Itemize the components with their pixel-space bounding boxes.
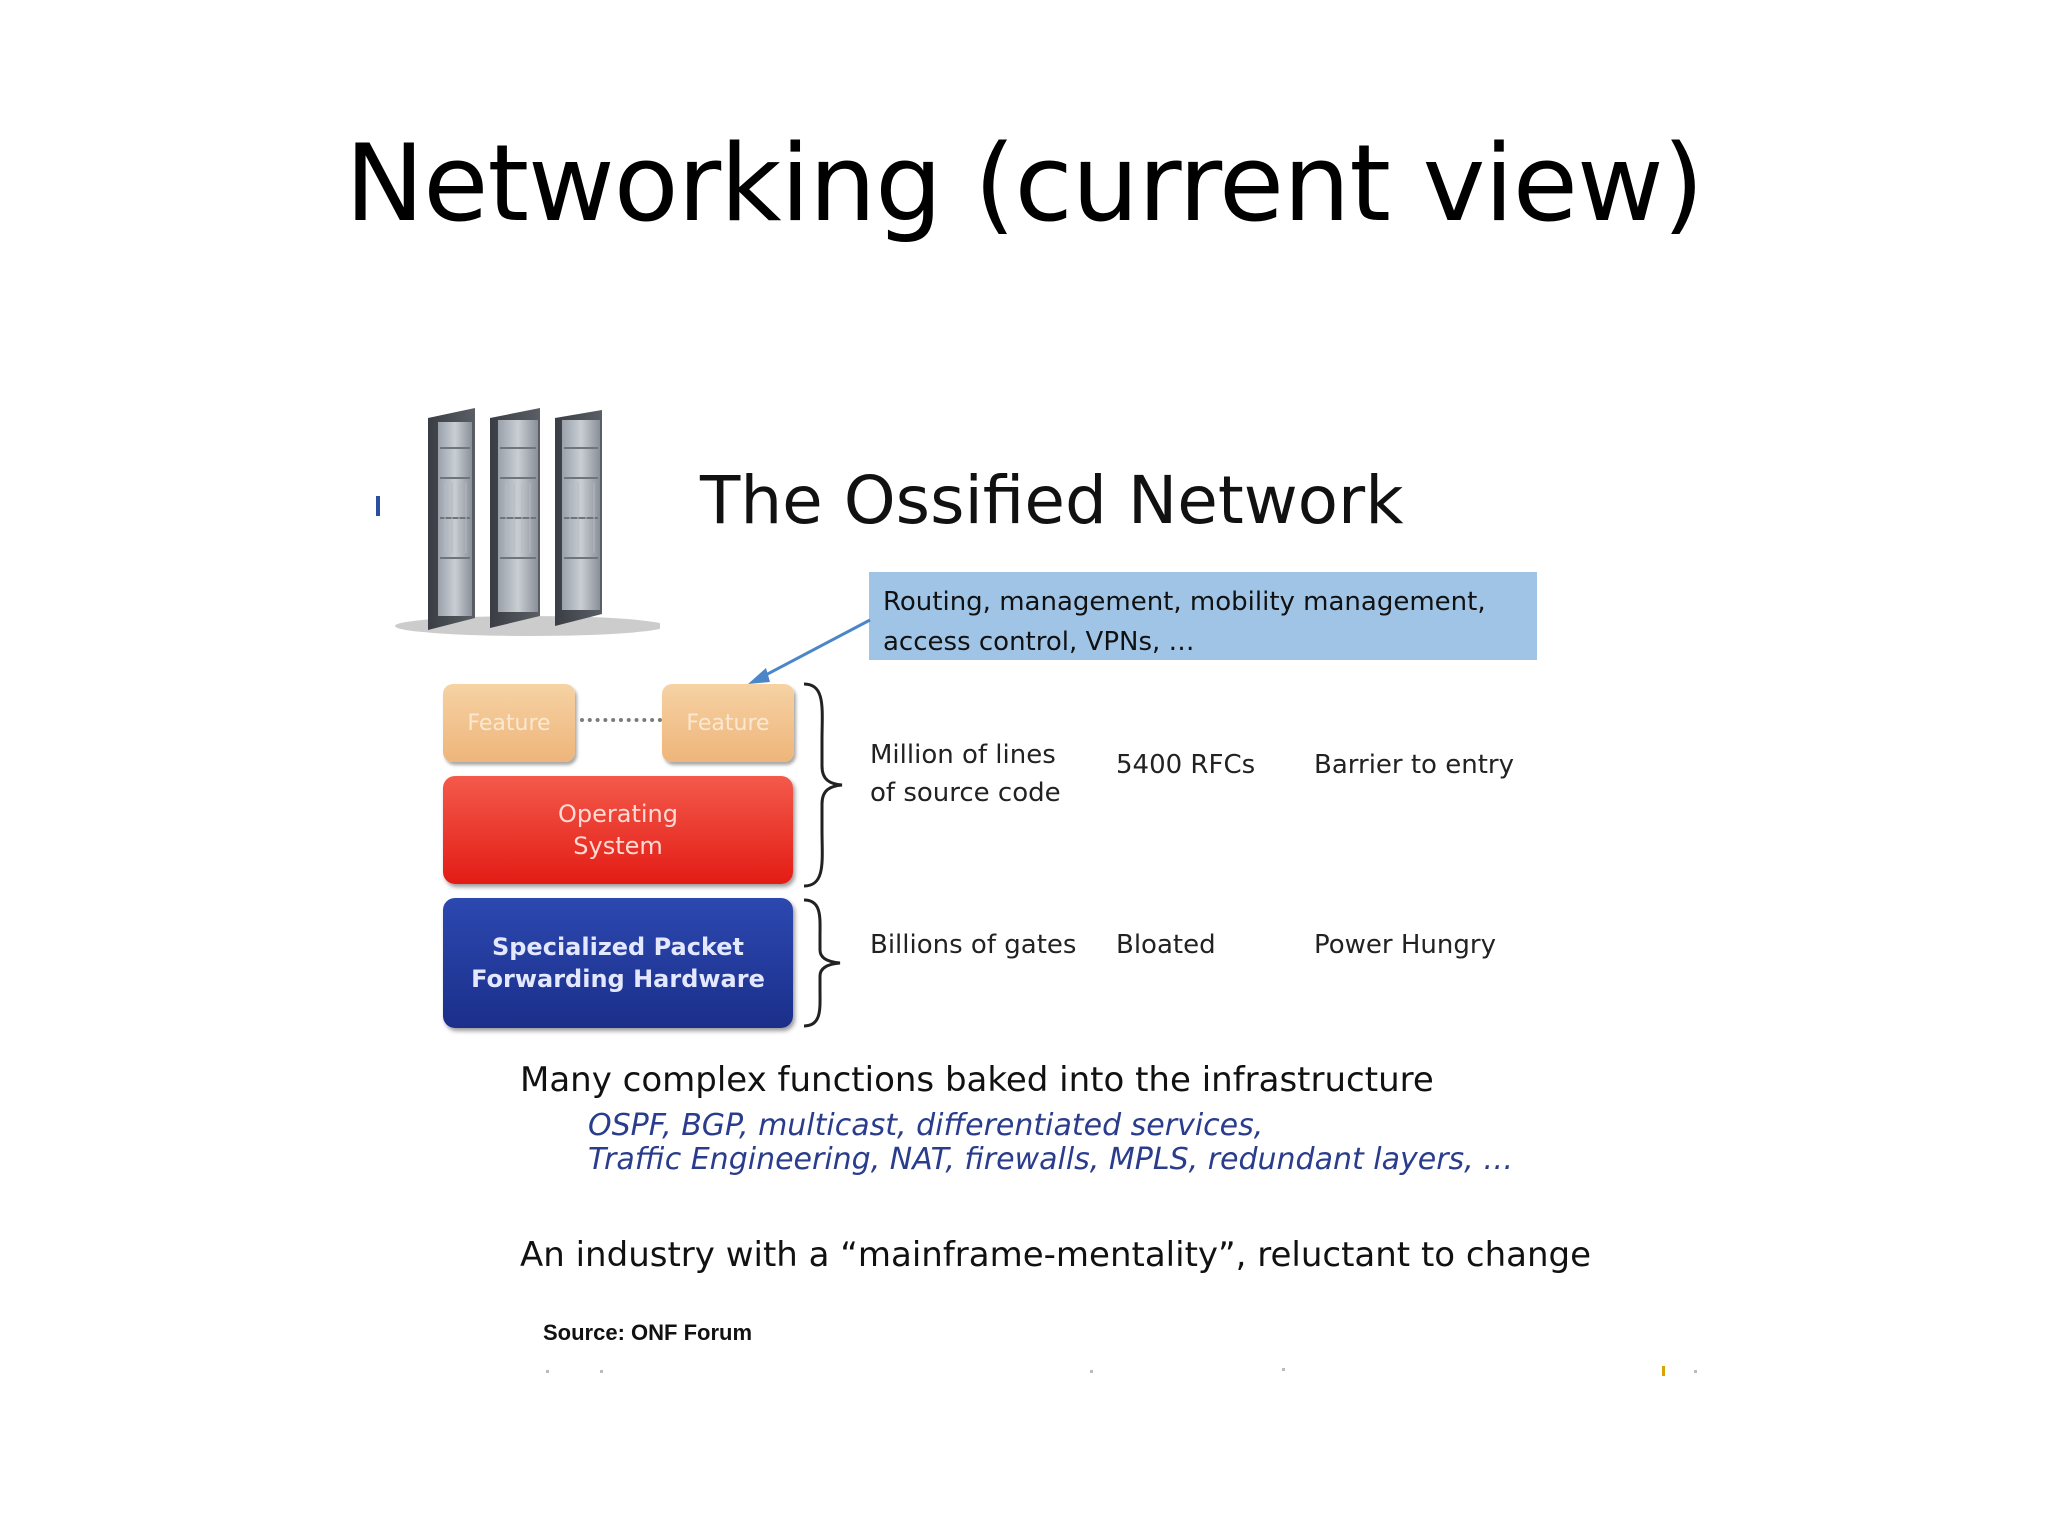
slide-title: Networking (current view) [344,122,1704,245]
hw-line-1: Specialized Packet [491,933,745,961]
callout-line-1: Routing, management, mobility management… [883,587,1486,617]
software-brace [803,682,843,888]
bloated-cell: Bloated [1116,930,1216,960]
main-point: Many complex functions baked into the in… [520,1060,1434,1100]
lines-line-2: of source code [870,778,1061,808]
speck [1694,1370,1697,1373]
speck [1662,1366,1665,1376]
forwarding-hardware-box: Specialized Packet Forwarding Hardware [443,898,793,1028]
feature-ellipsis [580,718,662,722]
speck [546,1370,549,1373]
feature-box-right: Feature [662,684,794,762]
examples-line-1: OSPF, BGP, multicast, differentiated ser… [588,1108,1264,1143]
hardware-brace [803,898,841,1028]
power-cell: Power Hungry [1314,930,1496,960]
callout-arrow [748,618,871,684]
gates-cell: Billions of gates [870,930,1077,960]
os-line-2: System [573,832,663,860]
speck [1282,1368,1285,1371]
hw-line-2: Forwarding Hardware [471,965,765,993]
industry-point: An industry with a “mainframe-mentality”… [520,1235,1592,1275]
callout-line-2: access control, VPNs, … [883,627,1195,657]
operating-system-box: Operating System [443,776,793,884]
features-callout: Routing, management, mobility management… [869,572,1537,660]
speck [1090,1370,1093,1373]
feature-box-left: Feature [443,684,575,762]
examples-line-2: Traffic Engineering, NAT, firewalls, MPL… [588,1142,1514,1177]
software-lines-cell: Million of lines of source code [870,736,1061,812]
figure-title: The Ossified Network [700,462,1404,539]
edge-mark [376,496,380,516]
source-note: Source: ONF Forum [543,1320,753,1345]
lines-line-1: Million of lines [870,740,1056,770]
os-line-1: Operating [558,800,678,828]
server-rack-icon [395,408,660,636]
speck [600,1370,603,1373]
rfcs-cell: 5400 RFCs [1116,750,1256,780]
barrier-cell: Barrier to entry [1314,750,1514,780]
